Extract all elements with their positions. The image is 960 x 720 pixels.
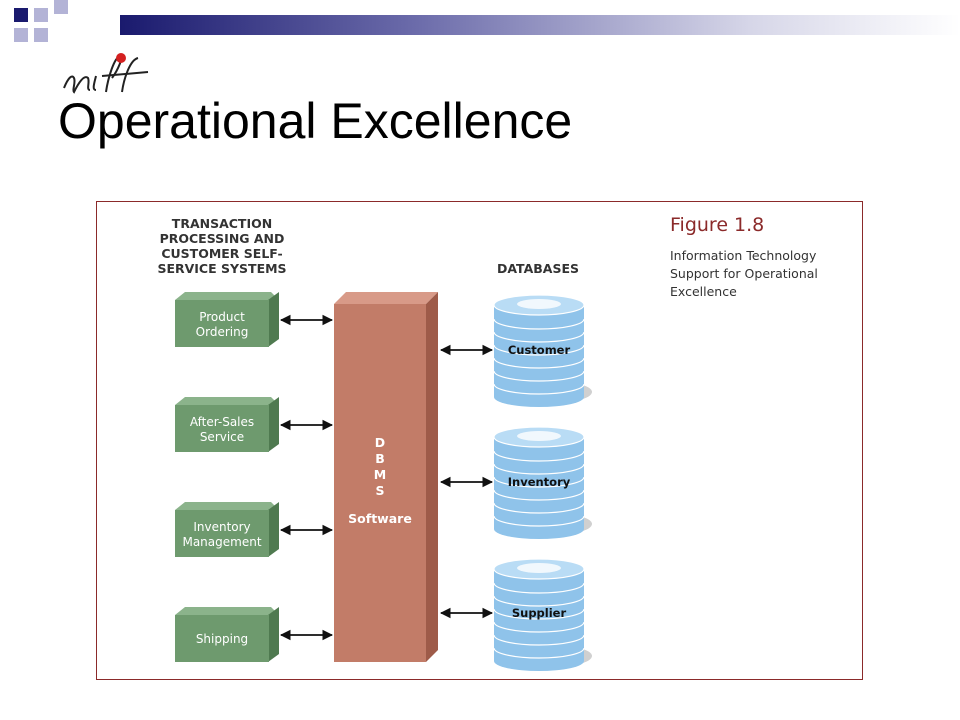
databases-heading: DATABASES (497, 261, 579, 276)
system-label: Shipping (196, 632, 248, 646)
system-label: Ordering (196, 325, 249, 339)
nift-logo (63, 53, 149, 94)
system-box-after-sales-service: After-Sales Service (175, 397, 279, 452)
svg-text:SERVICE SYSTEMS: SERVICE SYSTEMS (157, 261, 286, 276)
system-label: Inventory (193, 520, 250, 534)
svg-text:Support for Operational: Support for Operational (670, 266, 818, 281)
system-label: Product (199, 310, 245, 324)
systems-heading: TRANSACTION PROCESSING AND CUSTOMER SELF… (157, 216, 286, 276)
database-cylinder-inventory: Inventory (493, 426, 592, 539)
dbms-letter: S (375, 483, 384, 498)
database-cylinder-supplier: Supplier (493, 558, 592, 671)
svg-text:PROCESSING AND: PROCESSING AND (160, 231, 285, 246)
corner-squares-decoration (14, 0, 68, 42)
system-box-inventory-management: Inventory Management (175, 502, 279, 557)
dbms-software-block: D B M S Software (334, 292, 438, 662)
system-label: Management (182, 535, 261, 549)
svg-text:TRANSACTION: TRANSACTION (172, 216, 272, 231)
svg-text:Excellence: Excellence (670, 284, 737, 299)
system-box-shipping: Shipping (175, 607, 279, 662)
header-gradient-bar (120, 15, 960, 35)
dbms-letter: M (374, 467, 386, 482)
figure-caption: Information Technology Support for Opera… (670, 248, 818, 299)
database-label: Inventory (508, 475, 571, 489)
system-dbms-arrows (279, 314, 334, 641)
system-label: After-Sales (190, 415, 254, 429)
dbms-database-arrows (439, 344, 494, 619)
system-box-product-ordering: Product Ordering (175, 292, 279, 347)
dbms-software-label: Software (348, 511, 412, 526)
database-label: Supplier (512, 606, 567, 620)
database-cylinder-customer: Customer (493, 294, 592, 407)
svg-text:Information Technology: Information Technology (670, 248, 817, 263)
database-label: Customer (508, 343, 571, 357)
operational-excellence-diagram: TRANSACTION PROCESSING AND CUSTOMER SELF… (157, 214, 818, 671)
figure-number: Figure 1.8 (670, 214, 764, 236)
svg-text:CUSTOMER SELF-: CUSTOMER SELF- (161, 246, 282, 261)
dbms-letter: B (375, 451, 385, 466)
system-label: Service (200, 430, 244, 444)
slide-title: Operational Excellence (58, 93, 573, 149)
dbms-letter: D (375, 435, 385, 450)
